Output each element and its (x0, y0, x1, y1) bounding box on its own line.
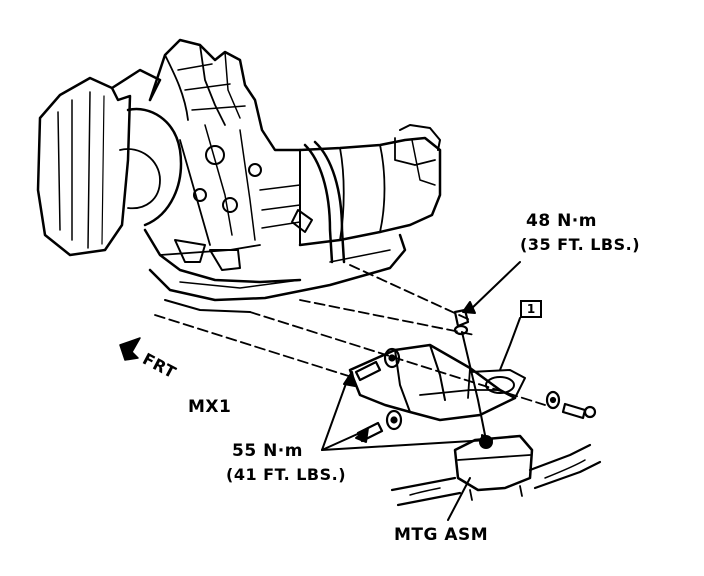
front-arrow-icon (119, 337, 141, 361)
torque-label-lower-metric: 55 N·m (232, 441, 303, 461)
model-label: MX1 (188, 397, 232, 417)
oil-pan (148, 233, 407, 313)
mounting-fasteners (354, 308, 597, 443)
extension-housing (259, 124, 442, 247)
dipstick-tube (291, 140, 346, 264)
torque-label-lower-imperial: (41 FT. LBS.) (226, 465, 347, 484)
frame-crossmember (390, 443, 602, 507)
torque-label-upper-imperial: (35 FT. LBS.) (520, 235, 641, 254)
transmission-case (143, 38, 302, 284)
mount-assembly (453, 434, 534, 501)
rear-bracket (348, 343, 526, 422)
torque-converter-housing (36, 68, 183, 257)
mount-assembly-label: MTG ASM (394, 525, 489, 545)
torque-label-upper-metric: 48 N·m (526, 211, 597, 231)
callout-number: 1 (520, 300, 542, 318)
label-leaders (321, 261, 521, 521)
